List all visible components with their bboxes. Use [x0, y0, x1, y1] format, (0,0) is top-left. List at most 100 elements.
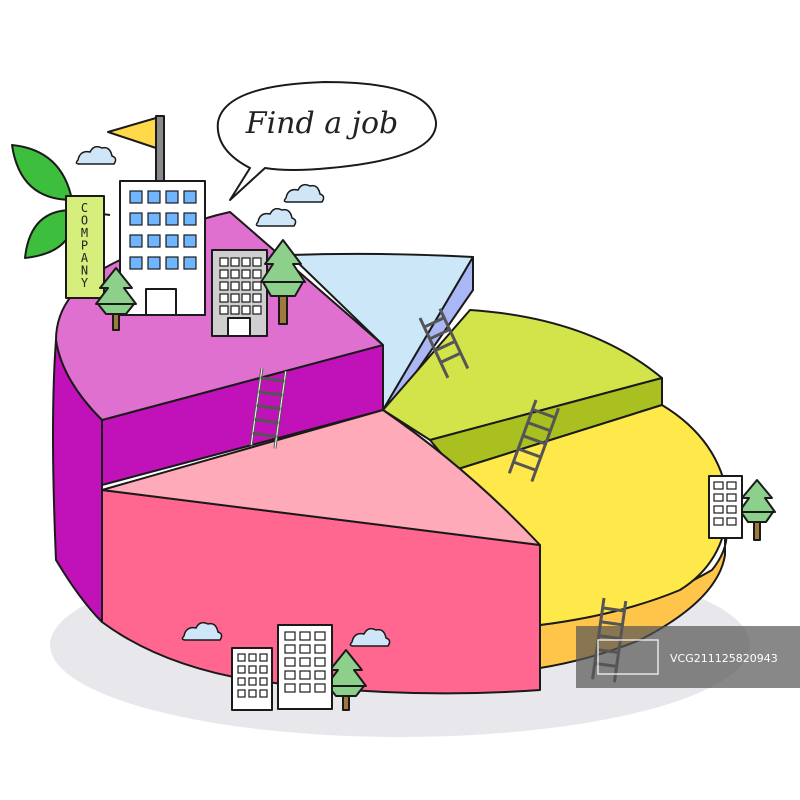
building-window [726, 505, 737, 514]
building-window [183, 212, 197, 226]
pink-slice-top [101, 409, 541, 546]
tree-icon [325, 649, 367, 711]
building-window [183, 256, 197, 270]
building-window [230, 293, 240, 303]
building-window [284, 670, 296, 680]
building-window [147, 190, 161, 204]
company-sign-letter: Y [81, 276, 89, 290]
building-window [165, 212, 179, 226]
building-window [252, 293, 262, 303]
building-window [241, 305, 251, 315]
building-window [259, 665, 268, 674]
building-window [314, 657, 326, 667]
building-window [314, 683, 326, 693]
building-window [165, 256, 179, 270]
company-sign-letter: C [81, 201, 89, 215]
office-building [277, 624, 333, 710]
building-window [259, 689, 268, 698]
building-window [230, 305, 240, 315]
ladder-blue [418, 308, 470, 379]
building-window [183, 190, 197, 204]
tree-icon [95, 267, 137, 331]
building-window [284, 657, 296, 667]
building-window [230, 269, 240, 279]
building-window [284, 683, 296, 693]
building-window [237, 689, 246, 698]
cloud-icon [181, 621, 223, 641]
building-window [129, 212, 143, 226]
watermark-text: VCG211125820943 [670, 652, 778, 665]
building-window [241, 281, 251, 291]
building-window [299, 657, 311, 667]
building-window [299, 683, 311, 693]
building-window [219, 281, 229, 291]
company-sign-letter: P [81, 239, 89, 253]
building-window [165, 190, 179, 204]
building-window [259, 653, 268, 662]
building-window [259, 677, 268, 686]
building-window [726, 481, 737, 490]
speech-bubble-text: Find a job [245, 106, 398, 141]
watermark: VCG211125820943 [576, 626, 800, 688]
building-window [129, 234, 143, 248]
company-building [119, 180, 206, 316]
building-window [284, 644, 296, 654]
office-building [708, 475, 743, 539]
building-window [248, 665, 257, 674]
cloud-icon [349, 627, 391, 647]
company-sign-letter: M [81, 226, 89, 240]
building-window [219, 269, 229, 279]
tree-icon [738, 479, 776, 541]
building-window [147, 234, 161, 248]
building-window [314, 670, 326, 680]
office-building [231, 647, 273, 711]
building-window [314, 631, 326, 641]
building-window [248, 689, 257, 698]
building-window [165, 234, 179, 248]
building-window [237, 653, 246, 662]
building-window [726, 493, 737, 502]
building-window [129, 256, 143, 270]
building-window [248, 677, 257, 686]
office-building [211, 249, 268, 337]
building-window [230, 257, 240, 267]
building-window [713, 517, 724, 526]
building-window [219, 293, 229, 303]
building-window [237, 677, 246, 686]
building-window [147, 256, 161, 270]
building-window [252, 305, 262, 315]
building-window [219, 305, 229, 315]
building-window [147, 212, 161, 226]
building-window [713, 505, 724, 514]
flag-icon [107, 115, 165, 187]
building-window [241, 269, 251, 279]
building-window [241, 293, 251, 303]
building-window [129, 190, 143, 204]
building-window [284, 631, 296, 641]
building-window [299, 670, 311, 680]
leaf-icon [11, 144, 111, 259]
company-sign-letter: N [81, 264, 89, 278]
building-window [241, 257, 251, 267]
building-window [299, 644, 311, 654]
cloud-icon [283, 183, 325, 203]
company-sign-letter: O [81, 214, 89, 228]
building-window [713, 493, 724, 502]
building-window [726, 517, 737, 526]
company-sign-letter: A [81, 251, 89, 265]
building-window [252, 257, 262, 267]
ladder-green [507, 399, 560, 483]
building-window [314, 644, 326, 654]
building-window [713, 481, 724, 490]
building-window [252, 269, 262, 279]
cloud-icon [255, 207, 297, 227]
building-window [299, 631, 311, 641]
cloud-icon [75, 145, 117, 165]
building-window [219, 257, 229, 267]
building-window [237, 665, 246, 674]
ladder-magenta [249, 367, 288, 449]
speech-bubble: Find a job [216, 81, 438, 201]
building-window [230, 281, 240, 291]
